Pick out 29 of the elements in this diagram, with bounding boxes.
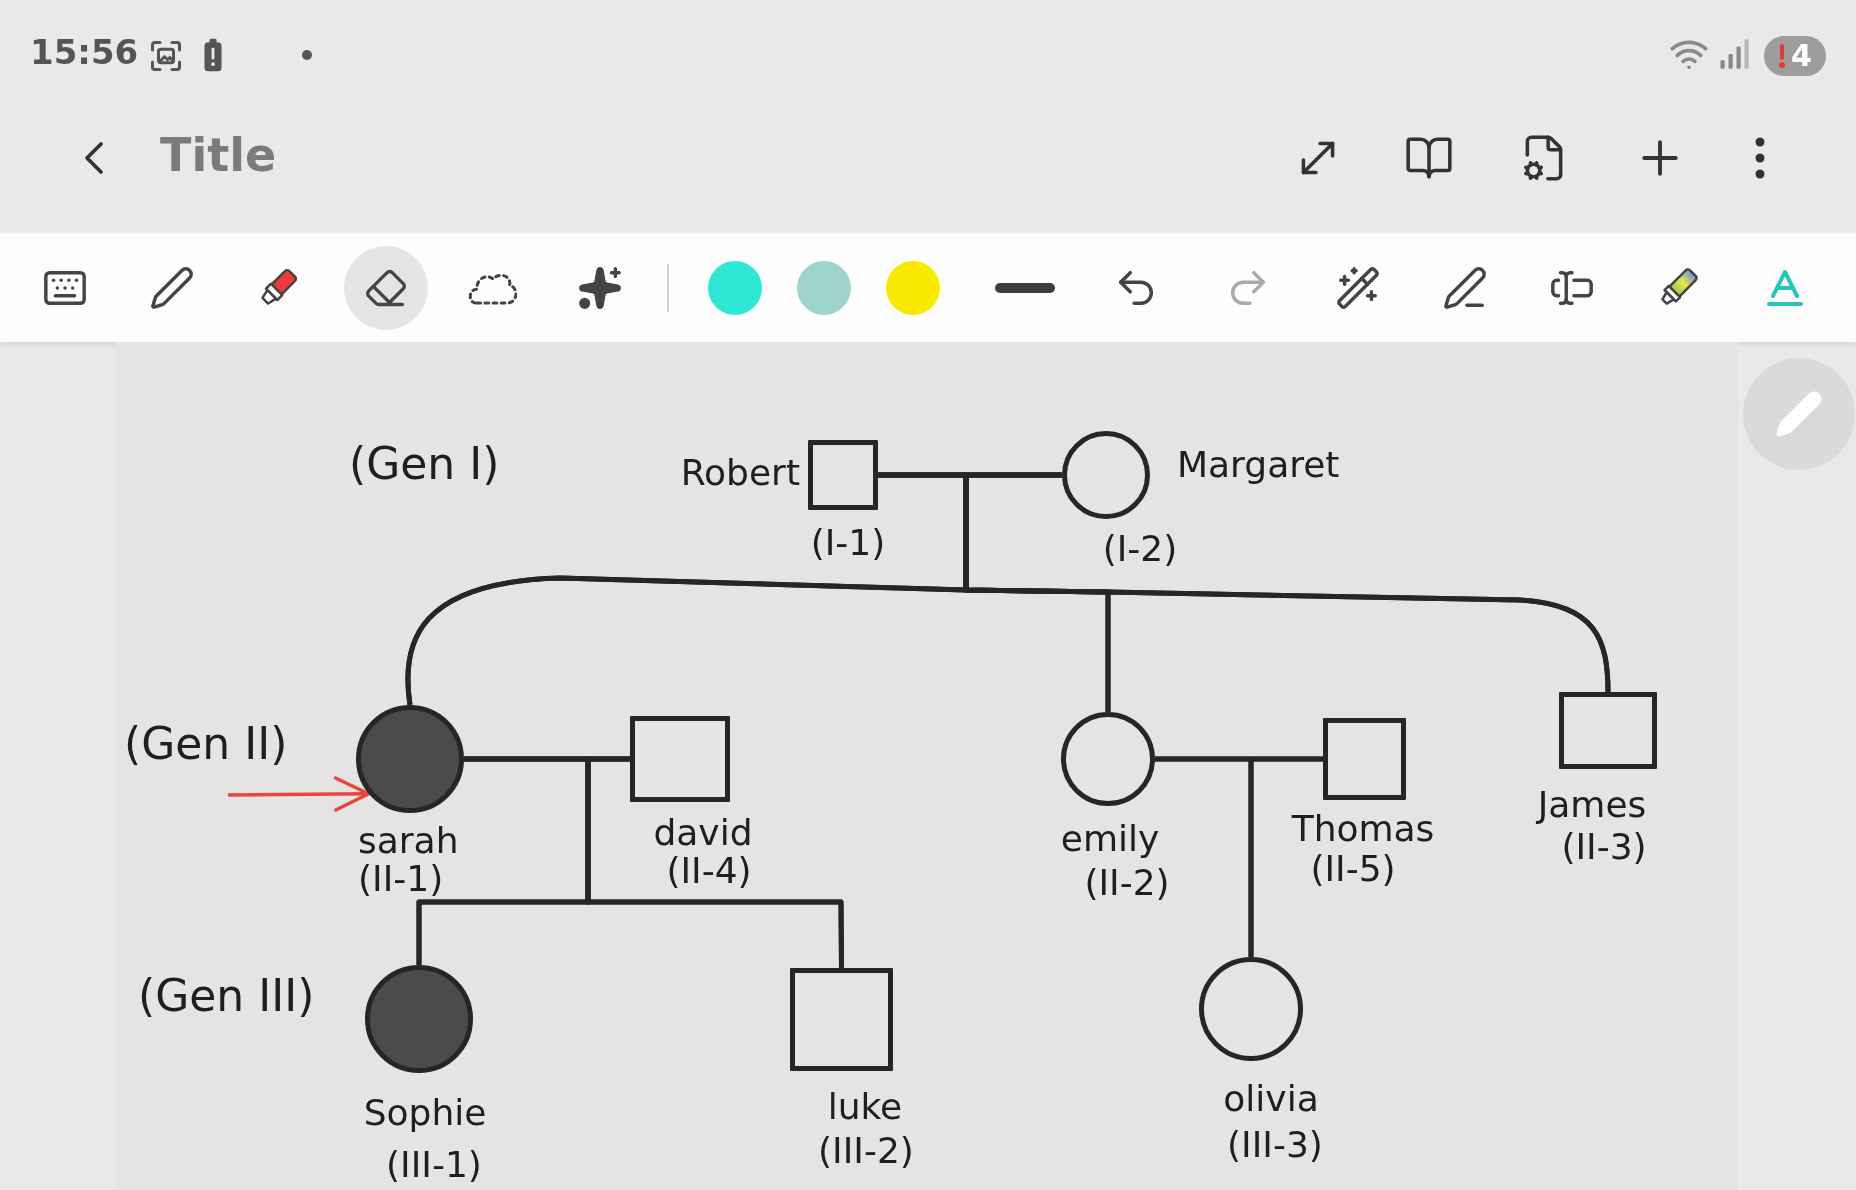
person-name: olivia [1223,1079,1319,1119]
person-id: (III-1) [386,1145,482,1185]
descent-line [1248,756,1323,957]
person-name: James [1537,785,1647,825]
person-id: (I-2) [1102,529,1178,569]
person-name: Thomas [1291,809,1435,849]
person-id: (II-2) [1084,863,1170,903]
proband-arrow [228,776,371,812]
person-id: (I-1) [810,523,886,563]
status-time: 15:56 [30,34,139,72]
person-name: Margaret [1177,445,1340,485]
person-name: sarah [358,821,459,861]
person-name: luke [827,1087,903,1127]
person-name: Sophie [363,1093,487,1133]
person-name: david [653,813,753,853]
descent-line [585,756,844,968]
person-name: Robert [680,453,800,493]
person-id: (III-2) [818,1131,914,1171]
generation-label: (Gen II) [124,720,288,769]
note-title: Title [160,128,277,184]
generation-label: (Gen I) [349,440,500,489]
person-id: (II-1) [358,859,444,899]
person-id: (III-3) [1227,1125,1323,1165]
generation-label: (Gen III) [138,972,315,1021]
person-name: emily [1060,819,1160,859]
badge-count: 4 [1791,41,1812,71]
person-id: (II-3) [1561,827,1647,867]
person-id: (II-4) [666,851,752,891]
person-id: (II-5) [1310,849,1396,889]
